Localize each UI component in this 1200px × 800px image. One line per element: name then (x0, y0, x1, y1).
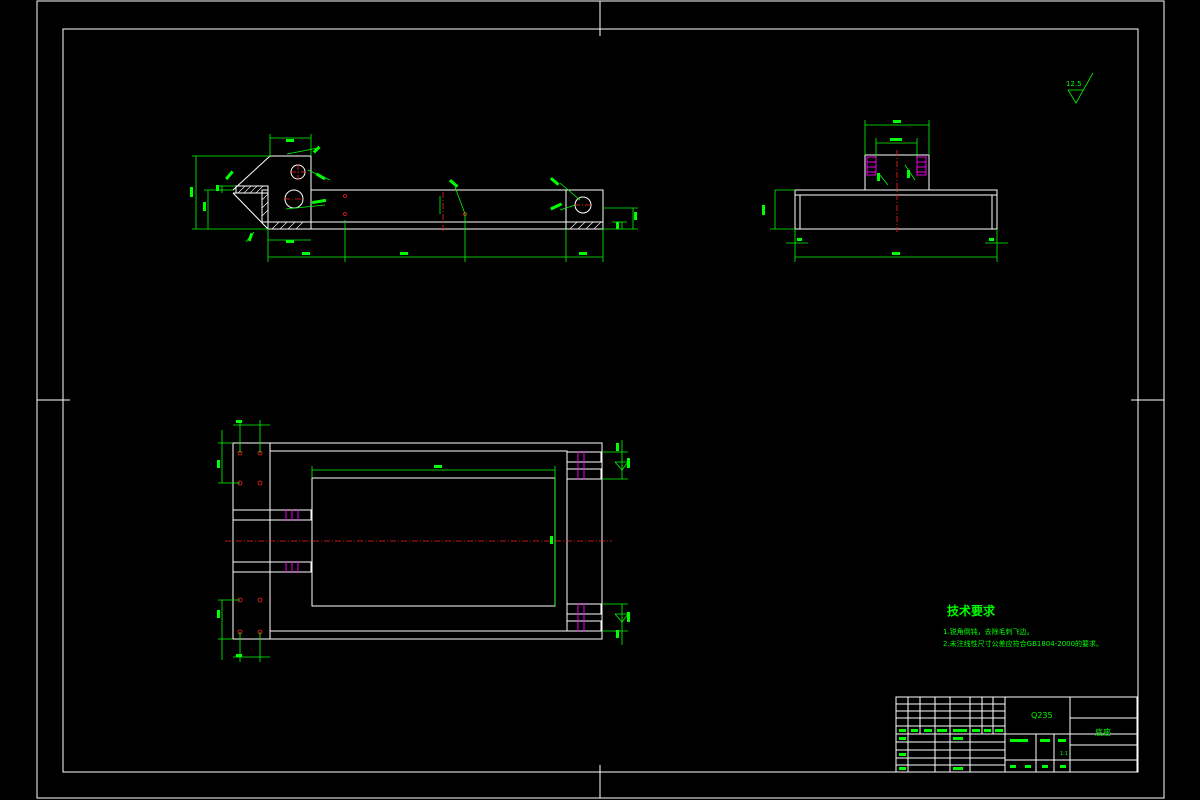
scale-label: 1:1 (1060, 751, 1068, 757)
plan-dim-labels (217, 420, 630, 657)
sheet-inner-frame (62, 28, 1139, 773)
side-view (762, 120, 1008, 262)
roughness-symbol: 12.5 (1066, 72, 1094, 104)
plan-bolt-holes (237, 450, 263, 635)
front-dim-labels (190, 139, 637, 255)
notes-heading: 技术要求 (947, 603, 996, 618)
plan-thread-symbols (285, 451, 585, 632)
side-dim-labels (762, 120, 994, 255)
title-block-marks (899, 729, 1066, 770)
side-dimensions (770, 120, 1008, 262)
front-view (190, 134, 638, 262)
plan-view (217, 420, 630, 662)
front-dimensions (192, 134, 638, 262)
technical-notes: 技术要求 1.锐角倒钝，去除毛刺飞边。 2.未注线性尺寸公差应符合GB1804-… (943, 603, 1103, 648)
material-label: Q235 (1031, 711, 1053, 720)
part-name-label: 底座 (1095, 727, 1111, 737)
roughness-value: 12.5 (1066, 80, 1082, 88)
notes-line-2: 2.未注线性尺寸公差应符合GB1804-2000的要求。 (943, 639, 1103, 648)
section-hatching (235, 185, 604, 230)
title-block: Q235 底座 1:1 (895, 696, 1138, 773)
thread-symbols (866, 156, 927, 176)
sheet-outer-border (36, 0, 1165, 799)
notes-line-1: 1.锐角倒钝，去除毛刺飞边。 (943, 627, 1034, 636)
centering-marks (37, 1, 1164, 798)
